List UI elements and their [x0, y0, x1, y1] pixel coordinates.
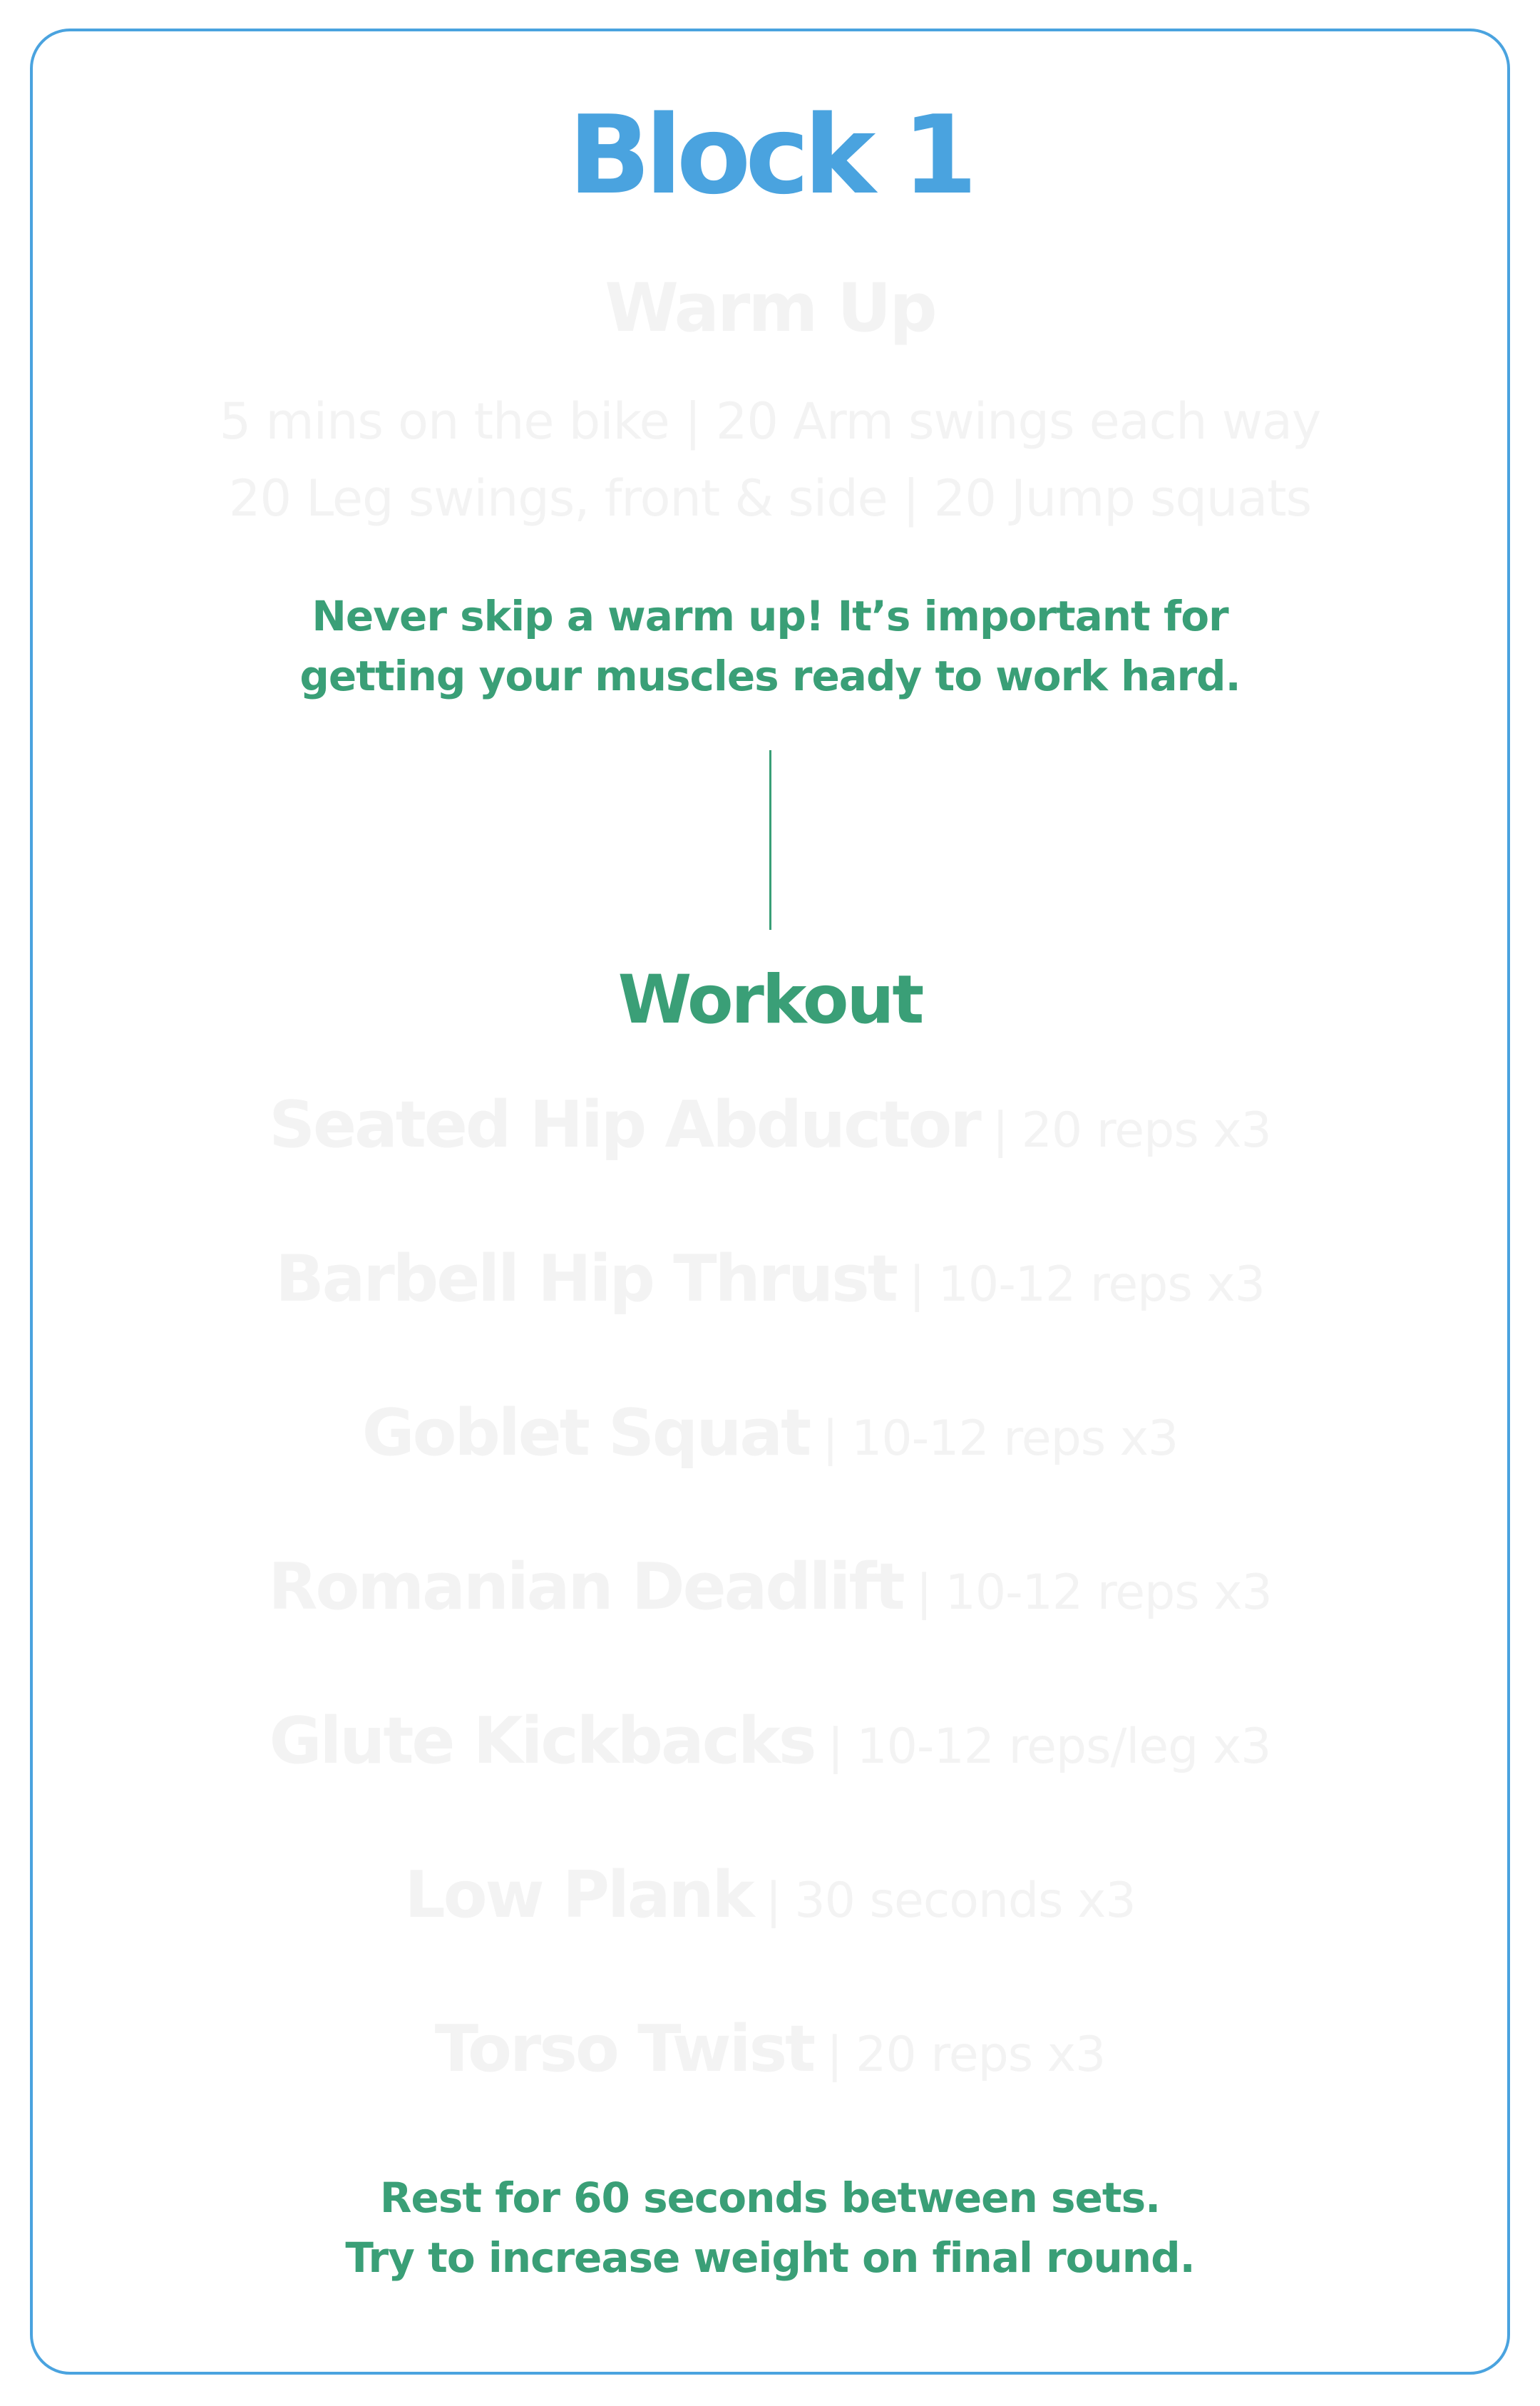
exercise-row: Goblet Squat|10-12 reps x3: [0, 1391, 1540, 1482]
rest-note-line-2: Try to increase weight on final round.: [345, 2233, 1195, 2282]
warm-up-title: Warm Up: [605, 270, 937, 347]
exercise-reps: 30 seconds x3: [794, 1873, 1136, 1929]
exercise-reps: 10-12 reps x3: [945, 1565, 1273, 1621]
workout-title: Workout: [617, 961, 925, 1039]
exercise-row: Romanian Deadlift|10-12 reps x3: [0, 1545, 1540, 1636]
exercise-row: Seated Hip Abductor|20 reps x3: [0, 1082, 1540, 1174]
exercise-separator: |: [908, 1256, 925, 1313]
exercise-row: Torso Twist|20 reps x3: [0, 2007, 1540, 2098]
exercise-row: Low Plank|30 seconds x3: [0, 1853, 1540, 1944]
exercise-separator: |: [915, 1565, 933, 1621]
exercise-name: Goblet Squat: [361, 1396, 811, 1470]
block-title: Block 1: [568, 92, 977, 218]
exercise-reps: 10-12 reps x3: [938, 1256, 1266, 1313]
exercise-separator: |: [765, 1873, 782, 1929]
exercise-name: Barbell Hip Thrust: [275, 1242, 898, 1316]
exercise-name: Low Plank: [404, 1858, 754, 1933]
exercise-separator: |: [992, 1102, 1009, 1159]
exercise-name: Glute Kickbacks: [269, 1704, 817, 1778]
warm-up-line-2: 20 Leg swings, front & side | 20 Jump sq…: [228, 469, 1312, 528]
exercise-row: Barbell Hip Thrust|10-12 reps x3: [0, 1237, 1540, 1328]
exercise-reps: 20 reps x3: [1021, 1102, 1272, 1159]
exercise-name: Seated Hip Abductor: [269, 1087, 982, 1162]
warm-up-line-1: 5 mins on the bike | 20 Arm swings each …: [219, 392, 1322, 451]
exercise-separator: |: [827, 1719, 844, 1775]
exercise-name: Romanian Deadlift: [268, 1550, 905, 1624]
exercise-reps: 10-12 reps/leg x3: [856, 1719, 1271, 1775]
exercise-separator: |: [822, 1411, 839, 1467]
warm-up-note-line-2: getting your muscles ready to work hard.: [299, 652, 1241, 700]
warm-up-note-line-1: Never skip a warm up! It’s important for: [312, 592, 1228, 640]
exercise-row: Glute Kickbacks|10-12 reps/leg x3: [0, 1699, 1540, 1790]
exercise-separator: |: [826, 2027, 843, 2083]
workout-card: [30, 29, 1510, 2375]
exercise-name: Torso Twist: [434, 2012, 816, 2087]
section-divider: [769, 750, 771, 930]
exercise-reps: 20 reps x3: [856, 2027, 1106, 2083]
exercise-reps: 10-12 reps x3: [851, 1411, 1179, 1467]
rest-note-line-1: Rest for 60 seconds between sets.: [379, 2174, 1161, 2222]
